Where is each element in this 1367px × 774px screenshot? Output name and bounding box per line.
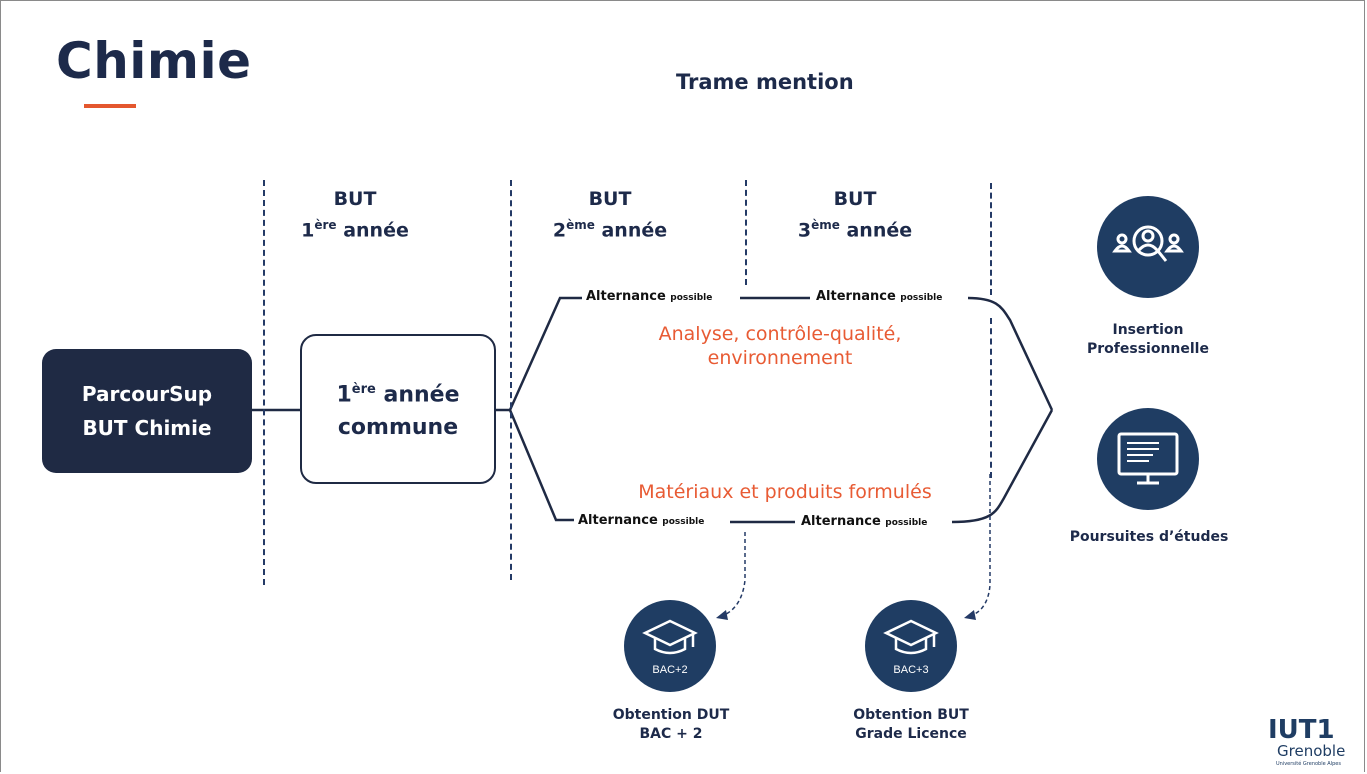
separator-year2 xyxy=(510,180,512,580)
separator-year3-upper xyxy=(745,180,747,285)
monitor-icon xyxy=(1097,408,1199,510)
title-underline xyxy=(84,104,136,108)
people-search-icon xyxy=(1097,196,1199,298)
alternance-upper-y3: Alternance possible xyxy=(812,289,947,304)
badge-bac3: BAC+3 xyxy=(893,664,928,676)
page-subtitle: Trame mention xyxy=(676,70,854,94)
separator-year1 xyxy=(263,180,265,585)
logo-university: Université Grenoble Alpes xyxy=(1276,761,1341,767)
graduation-cap-icon: BAC+2 xyxy=(624,600,716,692)
graduation-cap-icon: BAC+3 xyxy=(865,600,957,692)
but-label: Obtention BUT Grade Licence xyxy=(853,707,969,742)
but-chimie-label: BUT Chimie xyxy=(82,416,212,440)
logo-city: Grenoble xyxy=(1277,742,1346,760)
parcoursup-box: ParcourSup BUT Chimie xyxy=(42,349,252,473)
poursuites-label: Poursuites d’études xyxy=(1069,529,1229,545)
dut-label: Obtention DUT BAC + 2 xyxy=(612,707,730,742)
year-header-2: BUT 2ème année xyxy=(552,188,668,242)
iut1-logo: IUT1 xyxy=(1268,715,1335,745)
track-upper: Analyse, contrôle-qualité, environnement xyxy=(658,323,902,369)
separator-end-middle xyxy=(990,318,992,478)
parcoursup-label: ParcourSup xyxy=(81,382,213,406)
year-header-3: BUT 3ème année xyxy=(797,188,913,242)
insertion-label: Insertion Professionnelle xyxy=(1087,322,1209,357)
alternance-lower-y2: Alternance possible xyxy=(574,513,709,528)
year-header-1: BUT 1ère année xyxy=(301,188,409,242)
separator-end-upper xyxy=(990,183,992,295)
page-title: Chimie xyxy=(56,32,252,90)
track-lower: Matériaux et produits formulés xyxy=(638,481,932,503)
alternance-upper-y2: Alternance possible xyxy=(582,289,717,304)
alternance-lower-y3: Alternance possible xyxy=(797,514,932,529)
common-year-box: 1ère année commune xyxy=(300,334,496,484)
badge-bac2: BAC+2 xyxy=(652,664,687,676)
